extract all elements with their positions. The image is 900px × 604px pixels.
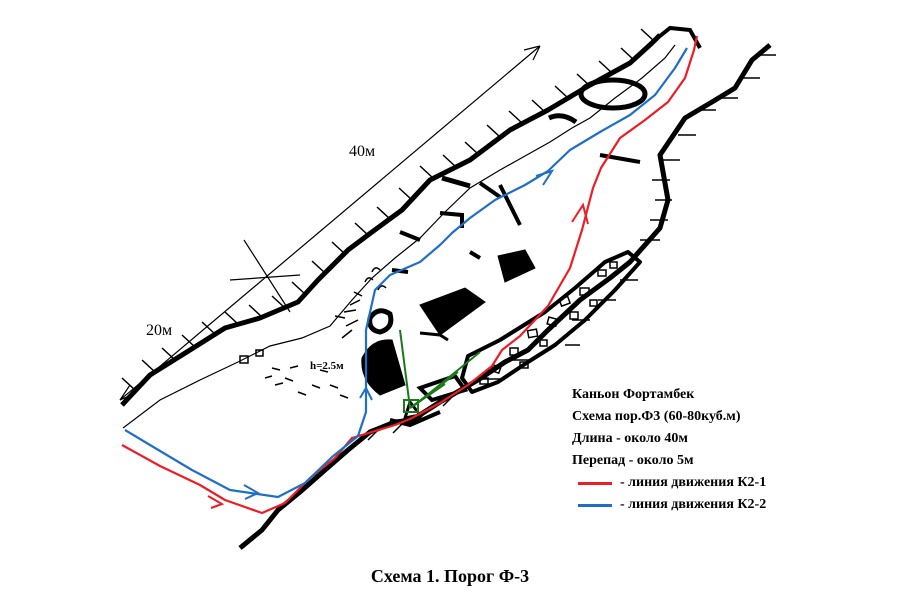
scheme-caption: Схема 1. Порог Ф-3: [370, 566, 530, 586]
info-line-1: Каньон Фортамбек: [572, 387, 695, 402]
boulder-small-arc: [547, 113, 578, 125]
boulder-block-1: [497, 249, 536, 283]
route-k2-2-arrows: [243, 169, 555, 500]
right-bank: [238, 43, 772, 550]
left-bank-hatch: [121, 28, 655, 391]
boulder-hollow: [367, 308, 394, 335]
route-k2-1: [121, 35, 699, 515]
route-k2-2: [124, 47, 688, 499]
boulder-dash: [441, 175, 471, 189]
dimension-40m: 40м: [349, 143, 376, 160]
left-scree: [239, 349, 349, 399]
dimension-20m: 20м: [146, 322, 173, 339]
boulder-top-oval: [578, 77, 648, 111]
legend-swatch-blue: [578, 503, 612, 507]
right-bank-hatch: [242, 54, 776, 549]
scree-stones: [479, 261, 618, 385]
legend-label-k2-1: - линия движения К2-1: [620, 475, 767, 490]
foam-marks: [334, 267, 387, 339]
boulder-large: [361, 339, 406, 396]
legend-item-k2-1: - линия движения К2-1: [572, 472, 766, 494]
info-block: Каньон Фортамбек Схема пор.Ф3 (60-80куб.…: [572, 384, 766, 516]
boulder-block-2: [419, 287, 486, 336]
legend-item-k2-2: - линия движения К2-2: [572, 494, 766, 516]
jet-lines: [399, 329, 481, 413]
route-k2-1-arrows: [207, 202, 589, 509]
drop-height-label: h=2.5м: [310, 360, 344, 372]
scree-island: [460, 250, 642, 394]
info-line-2: Схема пор.Ф3 (60-80куб.м): [572, 409, 741, 424]
far-right-bank: [658, 25, 702, 49]
legend-label-k2-2: - линия движения К2-2: [620, 497, 767, 512]
legend-swatch-red: [578, 481, 612, 485]
dimension-lines: [119, 45, 541, 401]
info-line-4: Перепад - около 5м: [572, 453, 694, 468]
info-line-3: Длина - около 40м: [572, 431, 688, 446]
